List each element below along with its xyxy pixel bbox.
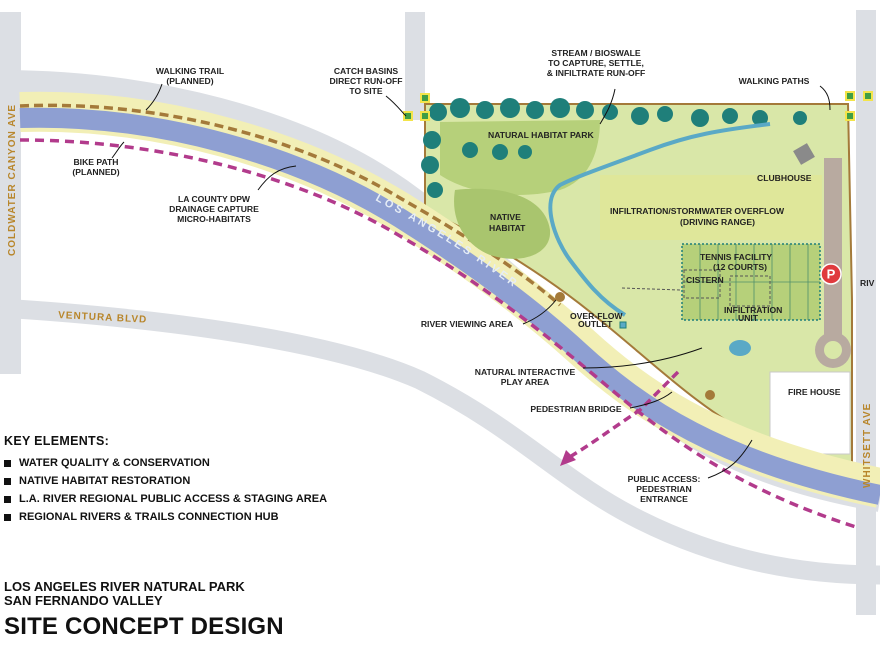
- bullet-square-icon: [4, 495, 11, 503]
- natural-habitat-park-label: NATURAL HABITAT PARK: [488, 130, 594, 140]
- river-viewing-point: [555, 292, 565, 302]
- river-viewing-label: RIVER VIEWING AREA: [421, 319, 513, 329]
- key-item-label: L.A. RIVER REGIONAL PUBLIC ACCESS & STAG…: [19, 493, 328, 505]
- pedestrian-bridge-label: PEDESTRIAN BRIDGE: [530, 404, 621, 414]
- infiltration-label: INFILTRATION/STORMWATER OVERFLOW: [610, 206, 785, 216]
- clubhouse-building: [793, 143, 815, 165]
- native-habitat-label-2: HABITAT: [489, 223, 526, 233]
- key-elements-title: KEY ELEMENTS:: [4, 434, 110, 448]
- walking-trail-label-1: WALKING TRAIL: [156, 66, 224, 76]
- overflow-outlet-label-2: OUTLET: [578, 319, 613, 329]
- park-name-title: LOS ANGELES RIVER NATURAL PARK: [4, 579, 245, 594]
- cistern-box: [683, 269, 721, 299]
- bike-path: [19, 138, 857, 529]
- infiltration-unit-label-1: INFILTRATION: [724, 305, 782, 315]
- play-area-point: [705, 390, 715, 400]
- key-item-label: NATIVE HABITAT RESTORATION: [19, 475, 191, 487]
- walking-paths-label: WALKING PATHS: [739, 76, 810, 86]
- ventura-blvd-road: [0, 298, 880, 585]
- coldwater-canyon-ave-road: [0, 12, 21, 374]
- river-street-cut-label: RIV: [860, 278, 875, 288]
- courts-label: (12 COURTS): [713, 262, 767, 272]
- site-west-road: [405, 12, 425, 120]
- public-access-label-2: PEDESTRIAN: [636, 484, 691, 494]
- stream-label-2: TO CAPTURE, SETTLE,: [548, 58, 644, 68]
- catch-basins-label-3: TO SITE: [349, 86, 383, 96]
- catch-basins-label-1: CATCH BASINS: [334, 66, 399, 76]
- play-area-label-2: PLAY AREA: [501, 377, 549, 387]
- tree-canopy: [421, 98, 807, 198]
- tennis-facility: [681, 243, 821, 321]
- tennis-facility-label: TENNIS FACILITY: [700, 252, 772, 262]
- driving-range-label: (DRIVING RANGE): [680, 217, 755, 227]
- key-elements-panel: KEY ELEMENTS: WATER QUALITY & CONSERVATI…: [4, 434, 404, 526]
- play-area-label-1: NATURAL INTERACTIVE: [475, 367, 576, 377]
- driving-range-field: [600, 175, 822, 240]
- stream-label-3: & INFILTRATE RUN-OFF: [547, 68, 646, 78]
- public-access-label-1: PUBLIC ACCESS:: [628, 474, 701, 484]
- key-item-label: REGIONAL RIVERS & TRAILS CONNECTION HUB: [19, 511, 279, 523]
- overflow-outlet-marker: [619, 321, 627, 329]
- catch-basin-icons: [403, 91, 873, 121]
- list-item: NATIVE HABITAT RESTORATION: [4, 472, 404, 490]
- dpw-label-2: DRAINAGE CAPTURE: [169, 204, 259, 214]
- bike-path-label-2: (PLANNED): [72, 167, 119, 177]
- callout-leaders: [111, 83, 831, 479]
- infiltration-unit-box: [729, 275, 771, 307]
- page-title: SITE CONCEPT DESIGN: [4, 613, 284, 640]
- native-habitat-zone: [454, 188, 551, 259]
- whitsett-ave-label: WHITSETT AVE: [862, 403, 873, 488]
- list-item: L.A. RIVER REGIONAL PUBLIC ACCESS & STAG…: [4, 490, 404, 508]
- native-habitat-label-1: NATIVE: [490, 212, 521, 222]
- pond: [729, 340, 751, 356]
- parking-icon-letter: P: [827, 267, 836, 282]
- fire-house-lot: [769, 371, 851, 455]
- roundabout-island: [824, 341, 842, 359]
- list-item: WATER QUALITY & CONSERVATION: [4, 454, 404, 472]
- public-access-label-3: ENTRANCE: [640, 494, 688, 504]
- catch-basins-label-2: DIRECT RUN-OFF: [329, 76, 402, 86]
- ventura-blvd-label: VENTURA BLVD: [58, 310, 148, 326]
- list-item: REGIONAL RIVERS & TRAILS CONNECTION HUB: [4, 508, 404, 526]
- dpw-label-1: LA COUNTY DPW: [178, 194, 251, 204]
- clubhouse-label: CLUBHOUSE: [757, 173, 812, 183]
- bullet-square-icon: [4, 513, 11, 521]
- key-item-label: WATER QUALITY & CONSERVATION: [19, 457, 210, 469]
- pedestrian-bridge-path: [567, 370, 680, 460]
- bullet-square-icon: [4, 477, 11, 485]
- parking-icon: [820, 263, 842, 285]
- bullet-square-icon: [4, 459, 11, 467]
- access-road: [824, 158, 842, 348]
- stream-label-1: STREAM / BIOSWALE: [551, 48, 641, 58]
- walking-trail-label-2: (PLANNED): [166, 76, 213, 86]
- cistern-label: CISTERN: [686, 275, 724, 285]
- title-block: LOS ANGELES RIVER NATURAL PARK SAN FERNA…: [4, 580, 284, 641]
- los-angeles-river: [19, 107, 880, 505]
- stream-bioswale: [548, 122, 771, 317]
- infiltration-unit-label-2: UNIT: [738, 313, 759, 323]
- fire-house-label: FIRE HOUSE: [788, 387, 841, 397]
- dpw-label-3: MICRO-HABITATS: [177, 214, 251, 224]
- key-elements-list: WATER QUALITY & CONSERVATION NATIVE HABI…: [4, 454, 404, 526]
- region-subtitle: SAN FERNANDO VALLEY: [4, 593, 163, 608]
- natural-habitat-zone: [440, 120, 600, 195]
- walking-trail-path: [19, 103, 562, 307]
- bike-path-label-1: BIKE PATH: [73, 157, 118, 167]
- coldwater-canyon-label: COLDWATER CANYON AVE: [7, 104, 18, 256]
- pedestrian-bridge-arrow-icon: [560, 450, 576, 466]
- overflow-outlet-label-1: OVER-FLOW: [570, 311, 623, 321]
